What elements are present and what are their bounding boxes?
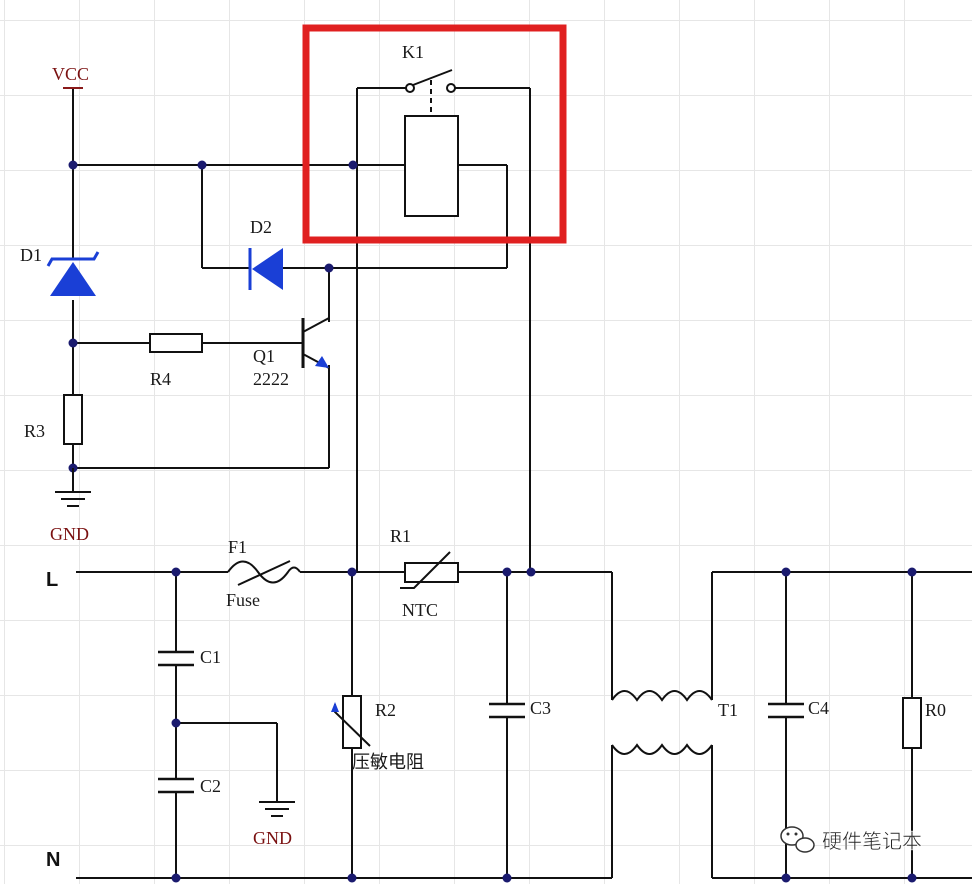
- watermark-text: 硬件笔记本: [822, 829, 922, 853]
- d1-label: D1: [20, 245, 42, 265]
- q1-part-label: 2222: [253, 369, 289, 389]
- capacitor-c4: C4: [768, 698, 829, 719]
- varistor-r2: R2 压敏电阻: [331, 695, 424, 772]
- fuse-f1: F1 Fuse: [226, 537, 301, 610]
- t1-label: T1: [718, 700, 738, 720]
- c3-label: C3: [530, 698, 551, 718]
- capacitor-c1: C1: [158, 647, 221, 667]
- resistor-r4: R4: [149, 333, 203, 389]
- r0-label: R0: [925, 700, 946, 720]
- wires: [72, 87, 972, 879]
- c4-label: C4: [808, 698, 829, 718]
- r2-label: R2: [375, 700, 396, 720]
- junction-dots: [68, 160, 917, 883]
- transformer-t1: T1: [611, 690, 738, 755]
- r3-label: R3: [24, 421, 45, 441]
- line-l-label: L: [46, 569, 58, 591]
- zener-diode-d1: D1: [20, 245, 100, 296]
- wechat-icon: [780, 826, 815, 853]
- capacitor-c3: C3: [489, 698, 551, 719]
- vcc-label: VCC: [52, 64, 89, 84]
- gnd-mid-label: GND: [253, 828, 292, 848]
- capacitor-c2: C2: [158, 776, 221, 796]
- line-n-label: N: [46, 849, 60, 871]
- d2-label: D2: [250, 217, 272, 237]
- vcc-symbol: VCC: [52, 64, 89, 89]
- relay-k1: K1: [402, 42, 459, 217]
- diode-d2: D2: [248, 217, 283, 290]
- c1-label: C1: [200, 647, 221, 667]
- ground-symbol-top: GND: [50, 468, 91, 544]
- ntc-thermistor-r1: R1 NTC: [390, 526, 459, 620]
- r1-label: R1: [390, 526, 411, 546]
- resistor-r3: R3: [24, 394, 83, 445]
- c2-label: C2: [200, 776, 221, 796]
- q1-label: Q1: [253, 346, 275, 366]
- varistor-label: 压敏电阻: [352, 752, 424, 772]
- relay-highlight-box: [302, 24, 567, 244]
- k1-label: K1: [402, 42, 424, 62]
- f1-label: F1: [228, 537, 247, 557]
- ntc-label: NTC: [402, 600, 438, 620]
- r4-label: R4: [150, 369, 171, 389]
- watermark: 硬件笔记本: [780, 826, 922, 853]
- gnd-top-label: GND: [50, 524, 89, 544]
- transistor-q1: Q1 2222: [253, 317, 330, 389]
- ground-symbol-mid: GND: [253, 801, 295, 848]
- resistor-r0: R0: [902, 697, 946, 749]
- fuse-label: Fuse: [226, 590, 260, 610]
